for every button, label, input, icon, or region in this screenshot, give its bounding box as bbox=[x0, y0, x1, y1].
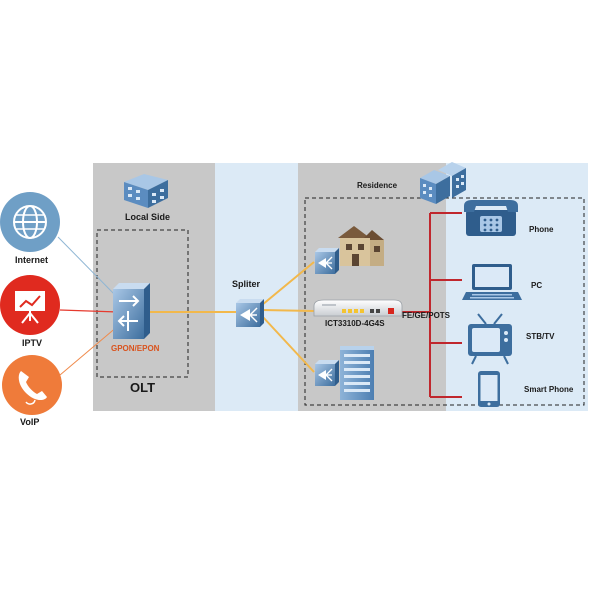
telephone-handset-icon bbox=[2, 355, 62, 415]
device-label-smartphone: Smart Phone bbox=[524, 385, 574, 394]
house-icon bbox=[338, 226, 384, 266]
smartphone-icon bbox=[478, 371, 500, 407]
residential-buildings-icon bbox=[420, 162, 466, 204]
residence-dashed-box bbox=[304, 197, 585, 406]
olt-dashed-box bbox=[96, 229, 189, 378]
apartment-splitter-icon bbox=[315, 360, 339, 386]
office-building-icon bbox=[124, 174, 168, 208]
service-label-voip: VoIP bbox=[20, 417, 40, 427]
device-distribution-lines bbox=[402, 212, 462, 398]
onu-router-icon bbox=[313, 299, 403, 317]
splitter-label: Spliter bbox=[232, 279, 261, 289]
internet-link bbox=[57, 236, 119, 299]
splitter-onu-fiber bbox=[261, 309, 315, 312]
presentation-board-icon bbox=[0, 275, 60, 335]
tv-icon bbox=[468, 313, 512, 365]
gpon-port-label: GPON/EPON bbox=[111, 344, 160, 353]
apartment-tower-icon bbox=[340, 346, 374, 400]
olt-switch-icon bbox=[113, 283, 150, 339]
device-label-stbtv: STB/TV bbox=[526, 332, 555, 341]
voip-link bbox=[59, 325, 119, 376]
desk-phone-icon bbox=[464, 200, 518, 236]
globe-icon bbox=[0, 192, 60, 252]
residence-blue-band bbox=[446, 163, 588, 411]
device-label-phone: Phone bbox=[529, 225, 554, 234]
olt-label: OLT bbox=[130, 380, 156, 395]
service-label-iptv: IPTV bbox=[22, 338, 43, 348]
residence-label: Residence bbox=[357, 181, 398, 190]
service-label-internet: Internet bbox=[15, 255, 49, 265]
laptop-icon bbox=[462, 264, 522, 300]
house-splitter-icon bbox=[315, 248, 339, 274]
iptv-link bbox=[59, 309, 119, 313]
splitter-house-fiber bbox=[261, 261, 315, 306]
device-label-pc: PC bbox=[531, 281, 543, 290]
onu-ports-label: FE/GE/POTS bbox=[402, 311, 451, 320]
splitter-apartment-fiber bbox=[261, 315, 315, 373]
local-side-label: Local Side bbox=[125, 212, 171, 222]
onu-model-label: ICT3310D-4G4S bbox=[325, 319, 385, 328]
optical-splitter-icon bbox=[236, 299, 264, 327]
